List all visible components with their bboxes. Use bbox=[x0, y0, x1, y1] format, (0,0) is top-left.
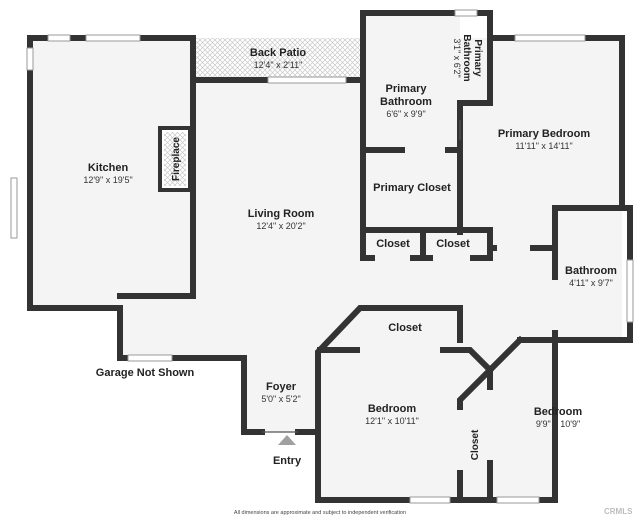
closet-2-label: Closet bbox=[436, 238, 470, 250]
bedroom-1-dims: 12'1" x 10'11" bbox=[365, 416, 419, 426]
closet-4-label: Closet bbox=[470, 429, 481, 460]
primary-bathroom-2-label-line2: Bathroom bbox=[461, 34, 472, 81]
garage-label: Garage Not Shown bbox=[96, 367, 195, 379]
bathroom-label: Bathroom bbox=[565, 265, 617, 277]
windows bbox=[10, 9, 634, 504]
primary-bathroom-2-dims: 3'1" x 6'2" bbox=[452, 38, 462, 77]
entry-label: Entry bbox=[273, 455, 302, 467]
primary-closet-label: Primary Closet bbox=[373, 182, 451, 194]
fireplace-label: Fireplace bbox=[171, 137, 182, 181]
crmls-watermark: CRMLS bbox=[604, 507, 633, 516]
foyer-label: Foyer bbox=[266, 381, 297, 393]
bedroom-1-label: Bedroom bbox=[368, 403, 417, 415]
primary-bathroom-1-dims: 6'6" x 9'9" bbox=[386, 109, 425, 119]
back-patio-label: Back Patio bbox=[250, 47, 307, 59]
living-room-dims: 12'4" x 20'2" bbox=[256, 221, 305, 231]
dimensions-disclaimer: All dimensions are approximate and subje… bbox=[234, 510, 406, 516]
bathroom-dims: 4'11" x 9'7" bbox=[569, 278, 613, 288]
primary-bathroom-2-labels: Primary Bathroom 3'1" x 6'2" bbox=[452, 34, 483, 81]
primary-bathroom-1-label-line1: Primary bbox=[386, 83, 428, 95]
entry-arrow-icon bbox=[278, 435, 296, 445]
primary-bathroom-1-label-line2: Bathroom bbox=[380, 96, 432, 108]
patio-paving bbox=[193, 38, 363, 80]
closet-3-label: Closet bbox=[388, 322, 422, 334]
primary-bathroom-2-label-line1: Primary bbox=[472, 39, 483, 77]
living-room-label: Living Room bbox=[248, 208, 315, 220]
primary-bedroom-dims: 11'11" x 14'11" bbox=[515, 141, 572, 151]
bedroom-2-dims: 9'9" x 10'9" bbox=[536, 419, 580, 429]
floor-areas bbox=[30, 13, 622, 500]
fireplace bbox=[158, 126, 192, 192]
back-patio-dims: 12'4" x 2'11" bbox=[254, 60, 303, 70]
bedroom-2-label: Bedroom bbox=[534, 406, 583, 418]
foyer-dims: 5'0" x 5'2" bbox=[261, 394, 300, 404]
kitchen-dims: 12'9" x 19'5" bbox=[83, 175, 132, 185]
primary-bedroom-label: Primary Bedroom bbox=[498, 128, 591, 140]
kitchen-label: Kitchen bbox=[88, 162, 129, 174]
door-openings bbox=[262, 146, 559, 470]
closet-1-label: Closet bbox=[376, 238, 410, 250]
